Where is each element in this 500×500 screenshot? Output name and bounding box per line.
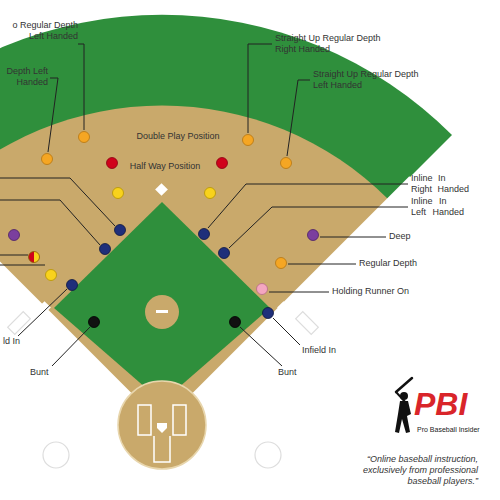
batter-box [173,405,186,435]
position-label: Regular Depth [359,258,439,269]
coach-box [296,312,319,335]
third-base [38,301,51,314]
outfield-grass [0,15,452,425]
position-label: Bunt [278,367,318,378]
home-circle [118,381,206,469]
position-label: o Regular Depth Left Handed [4,20,78,42]
logo-subtitle: Pro Baseball Insider [417,425,497,434]
position-label: Inline In Left Handed [411,196,467,218]
position-label: Straight Up Regular Depth Right Handed [275,33,385,55]
foul-line [0,173,162,425]
position-label: Depth Left Handed [3,66,48,88]
second-base [155,183,168,196]
batter-box [138,405,151,435]
on-deck-circle [255,442,281,468]
logo-text: PBI [414,386,494,422]
position-label: ld In [3,336,43,347]
position-label: Holding Runner On [332,286,432,297]
coach-box [8,312,31,335]
position-dots [9,132,319,328]
batter-silhouette [395,378,412,433]
position-label: Half Way Position [105,161,225,172]
position-label: Double Play Position [118,131,238,142]
pitcher-rubber [156,310,168,313]
position-label: Bunt [30,367,70,378]
leader-lines [0,44,408,366]
pitcher-mound [145,295,179,329]
position-label: Straight Up Regular Depth Left Handed [313,69,423,91]
catcher-box [154,436,170,462]
foul-line [162,177,410,425]
infield-dirt [0,106,388,425]
first-base [277,301,290,314]
position-label: Infield In [302,345,362,356]
position-label: Deep [389,231,449,242]
position-label: Inline In Right Handed [411,173,471,195]
tagline: “Online baseball instruction, exclusivel… [344,454,478,487]
home-plate [157,423,167,433]
infield-grass [54,202,270,402]
on-deck-circle [43,442,69,468]
